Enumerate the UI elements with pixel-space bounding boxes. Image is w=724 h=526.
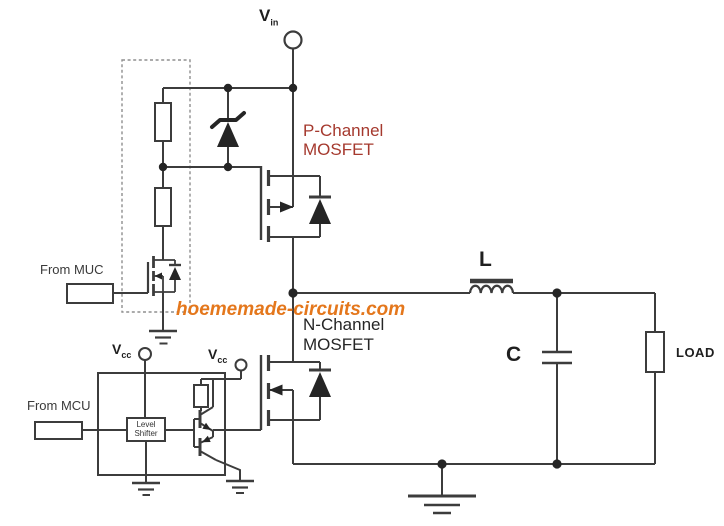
- vin-label-base: V: [259, 6, 271, 25]
- p-channel-mosfet-symbol: [259, 166, 331, 242]
- level-shifter-box: [126, 417, 166, 442]
- ground-transistor: [226, 479, 254, 494]
- ground-level-shifter: [132, 481, 160, 496]
- driver-wires: [82, 360, 443, 496]
- npn-transistor-upper: [198, 406, 214, 432]
- ground-main: [408, 494, 476, 515]
- p-channel-label-line1: P-Channel: [303, 121, 384, 140]
- ground-small-mosfet: [149, 329, 177, 345]
- load-resistor: [645, 331, 665, 373]
- p-mosfet-body-diode: [309, 199, 331, 224]
- n-channel-mosfet-label: N-Channel MOSFET: [303, 315, 384, 355]
- vcc-left-terminal-circle: [138, 347, 152, 361]
- vin-label: Vin: [259, 6, 278, 27]
- p-channel-label-line2: MOSFET: [303, 140, 374, 159]
- vcc-right-base: V: [208, 346, 218, 362]
- level-shifter-label-line2: Shifter: [134, 429, 158, 438]
- small-signal-mosfet-symbol: [146, 256, 181, 296]
- n-channel-mosfet-symbol: [259, 355, 331, 430]
- vcc-right-label: Vcc: [208, 346, 227, 365]
- vcc-left-sub: cc: [121, 349, 132, 360]
- output-capacitor: [542, 350, 572, 365]
- level-shifter-label: Level Shifter: [127, 420, 165, 441]
- vcc-left-base: V: [112, 341, 122, 357]
- driver-stage-box: [97, 372, 226, 476]
- vcc-right-terminal-circle: [234, 358, 248, 372]
- vcc-left-label: Vcc: [112, 341, 131, 360]
- n-channel-label-line2: MOSFET: [303, 335, 374, 354]
- inductor-label: L: [479, 248, 492, 271]
- from-muc-box: [66, 283, 114, 304]
- watermark-text: hoememade-circuits.com: [176, 299, 406, 320]
- n-mosfet-body-diode: [309, 372, 331, 397]
- load-label: LOAD: [676, 345, 715, 360]
- main-wires: [113, 48, 656, 465]
- small-mosfet-body-diode: [169, 267, 181, 280]
- junction-dots: [158, 83, 562, 469]
- vcc-right-sub: cc: [217, 354, 228, 365]
- from-mcu-label: From MCU: [27, 398, 91, 413]
- vin-label-sub: in: [270, 17, 279, 28]
- from-muc-label: From MUC: [40, 262, 104, 277]
- from-mcu-box: [34, 421, 83, 440]
- inductor-coil: [468, 278, 515, 294]
- gate-zener-diode: [210, 111, 246, 147]
- divider-resistor-bottom: [154, 187, 172, 227]
- n-channel-label-line1: N-Channel: [303, 315, 385, 334]
- level-shifter-label-line1: Level: [136, 420, 156, 429]
- dashed-highlight-box: [121, 59, 191, 313]
- pnp-transistor-lower: [198, 435, 217, 461]
- divider-resistor-top: [154, 102, 172, 142]
- p-channel-mosfet-label: P-Channel MOSFET: [303, 121, 383, 159]
- vin-terminal-circle: [283, 30, 303, 50]
- pullup-resistor: [193, 384, 209, 408]
- capacitor-label: C: [506, 343, 522, 366]
